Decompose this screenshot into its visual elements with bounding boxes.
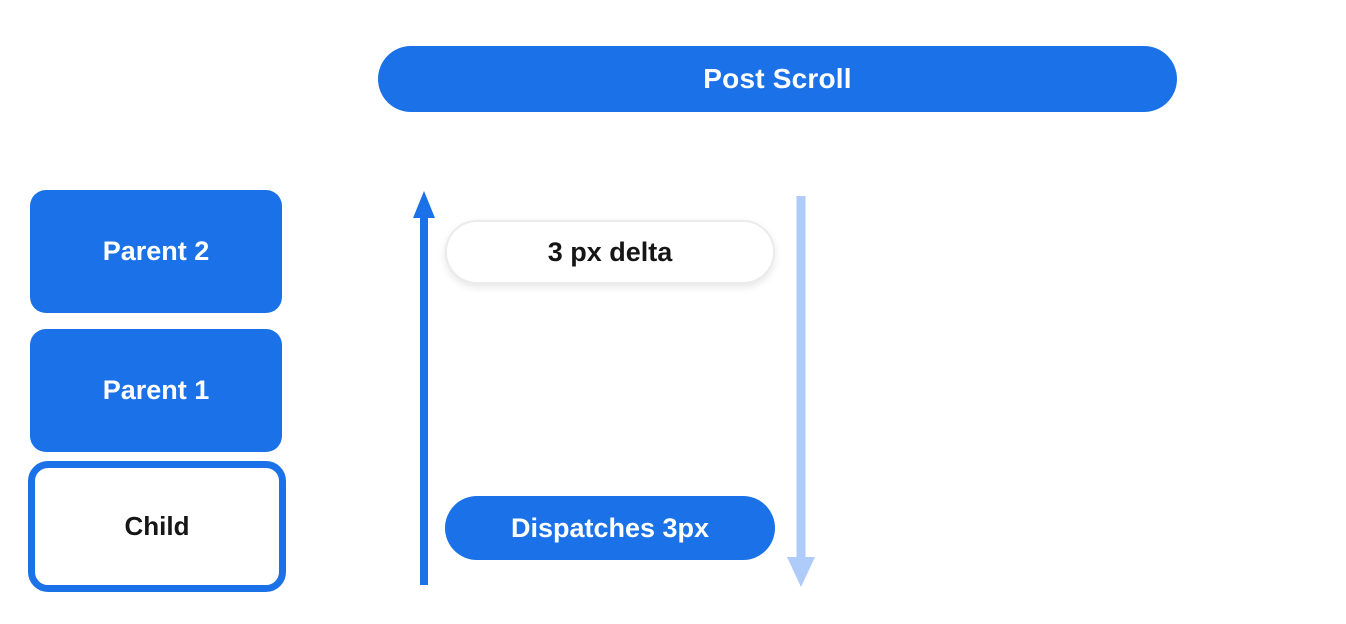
node-parent-2: Parent 2 — [30, 190, 282, 313]
delta-pill: 3 px delta — [445, 220, 775, 284]
post-scroll-header: Post Scroll — [378, 46, 1177, 112]
dispatches-pill: Dispatches 3px — [445, 496, 775, 560]
down-arrow-icon — [787, 196, 815, 587]
up-arrow-icon — [413, 191, 435, 585]
node-parent-1: Parent 1 — [30, 329, 282, 452]
node-child: Child — [28, 461, 286, 592]
